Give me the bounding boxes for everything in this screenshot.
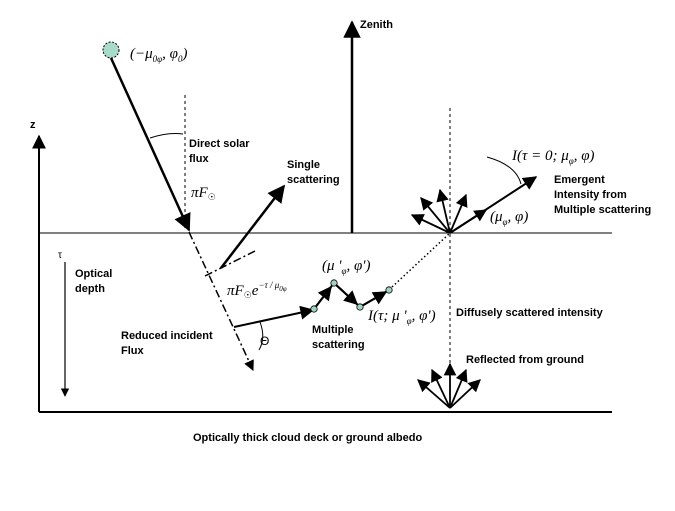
reduced-flux-arrow: [233, 305, 315, 328]
diffuse-intensity-label: Diffusely scattered intensity: [456, 307, 604, 319]
single-scattering-label-2: scattering: [287, 174, 340, 186]
emergent-arrow-main: [449, 176, 538, 234]
single-scattering-arrow: [220, 184, 286, 269]
direct-solar-label-2: flux: [189, 153, 209, 165]
zenith-label: Zenith: [360, 19, 393, 31]
zigzag-arrow-1: [313, 285, 332, 310]
beam-continuation: [188, 231, 254, 371]
solar-angle-arc: [149, 133, 184, 139]
emergent-arrow-1: [410, 214, 451, 234]
reflected-arrow-4: [449, 368, 468, 409]
scatter-node-2: [330, 279, 338, 287]
diffuse-intensity-formula: I(τ; μ 'φ, φ'): [367, 308, 436, 326]
emergent-arrow-3: [436, 188, 451, 234]
mu-phi-label: (μφ, φ): [490, 209, 528, 227]
emergent-label-2: Intensity from: [554, 189, 627, 201]
reflected-arrow-1: [417, 379, 451, 409]
emergent-arrow-4: [449, 193, 468, 234]
sun-icon: [102, 41, 120, 59]
multiple-scattering-label-2: scattering: [312, 339, 365, 351]
zigzag-arrow-3: [359, 291, 388, 308]
reduced-flux-label-2: Flux: [121, 345, 144, 357]
theta-label: Θ: [260, 334, 269, 348]
optical-depth-label-1: Optical: [75, 268, 112, 280]
reduced-flux-label-1: Reduced incident: [121, 330, 213, 342]
single-scattering-label-1: Single: [287, 159, 320, 171]
z-axis-label: z: [30, 119, 36, 131]
emergent-label-1: Emergent: [554, 174, 605, 186]
zigzag-arrow-2: [333, 282, 359, 305]
single-scatter-base: [204, 250, 256, 277]
multiple-scattering-label-1: Multiple: [312, 324, 354, 336]
reduced-flux-formula: πF☉e−τ / μ0φ: [227, 280, 287, 300]
reflected-arrow-5: [449, 379, 481, 409]
emergent-angle-arc: [486, 156, 522, 185]
optical-depth-label-2: depth: [75, 283, 105, 295]
pi-f-label: πF☉: [191, 185, 216, 202]
reflected-arrow-2: [431, 368, 451, 409]
dotted-path-to-top: [391, 232, 451, 288]
reflected-label: Reflected from ground: [466, 354, 584, 366]
scatter-node-3: [356, 303, 364, 311]
emergent-intensity-formula: I(τ = 0; μφ, φ): [511, 148, 595, 166]
sun-position: (−μ0φ, φ0): [130, 46, 187, 64]
direct-solar-beam: [109, 57, 191, 232]
mu-prime-label: (μ 'φ, φ'): [322, 258, 370, 276]
emergent-arrow-2: [420, 197, 451, 234]
bottom-label: Optically thick cloud deck or ground alb…: [193, 432, 422, 444]
scatter-node-1: [310, 305, 318, 313]
scatter-node-4: [385, 286, 393, 294]
theta-arc: [258, 321, 264, 351]
emergent-label-3: Multiple scattering: [554, 204, 651, 216]
tau-axis-label: τ: [58, 250, 62, 261]
direct-solar-label-1: Direct solar: [189, 138, 250, 150]
